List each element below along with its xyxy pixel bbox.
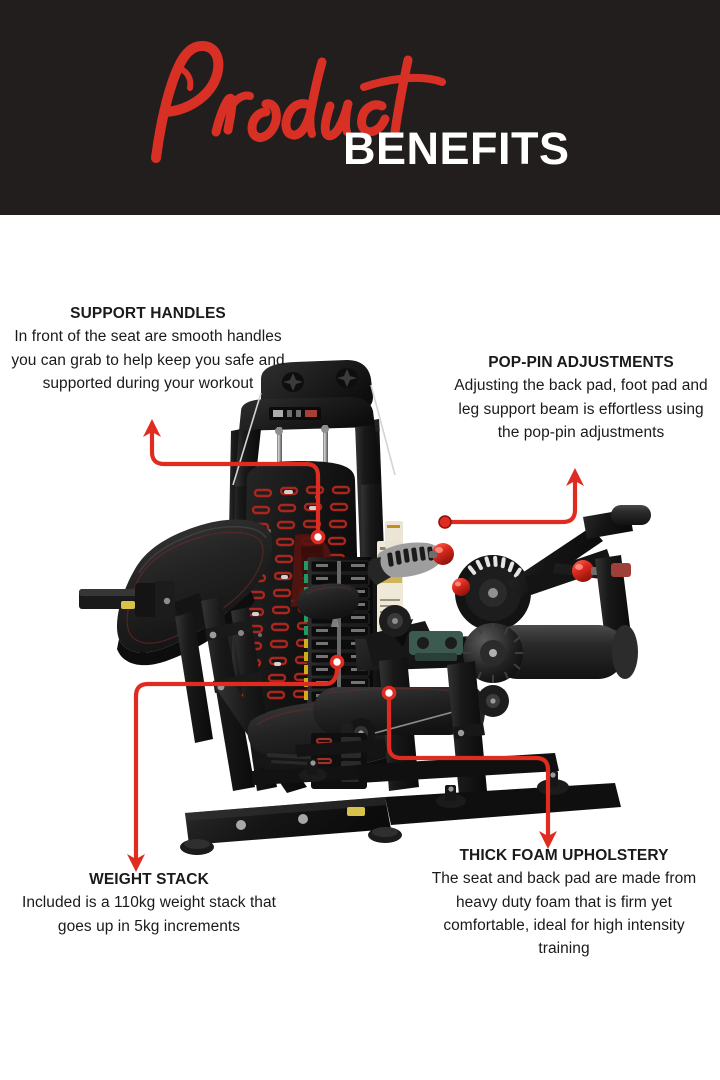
callout-body-weight-stack: Included is a 110kg weight stack that go… — [21, 894, 277, 935]
pop-pin-knob-upper — [429, 543, 454, 565]
header-banner: BENEFITS — [0, 0, 720, 215]
callout-pop-pin-adjustments: POP-PIN ADJUSTMENTS Adjusting the back p… — [450, 352, 712, 444]
callout-thick-foam-upholstery: THICK FOAM UPHOLSTERY The seat and back … — [418, 845, 710, 960]
callout-title-weight-stack: WEIGHT STACK — [89, 871, 209, 888]
roller-adjust-knob — [463, 623, 523, 683]
pop-pin-knob-cam — [452, 578, 470, 596]
callout-body-upholstery: The seat and back pad are made from heav… — [431, 870, 697, 958]
callout-title-support-handles: SUPPORT HANDLES — [70, 305, 226, 322]
pop-pin-knob-arm — [572, 560, 601, 582]
callout-title-upholstery: THICK FOAM UPHOLSTERY — [459, 847, 669, 864]
header-title-benefits: BENEFITS — [343, 123, 570, 174]
callout-body-support-handles: In front of the seat are smooth handles … — [11, 328, 285, 392]
callout-title-pop-pin: POP-PIN ADJUSTMENTS — [488, 354, 674, 371]
callout-body-pop-pin: Adjusting the back pad, foot pad and leg… — [454, 377, 708, 441]
script-title-product — [120, 40, 460, 170]
callout-weight-stack: WEIGHT STACK Included is a 110kg weight … — [8, 869, 290, 938]
callout-support-handles: SUPPORT HANDLES In front of the seat are… — [8, 303, 288, 395]
header-inner: BENEFITS — [0, 0, 720, 215]
